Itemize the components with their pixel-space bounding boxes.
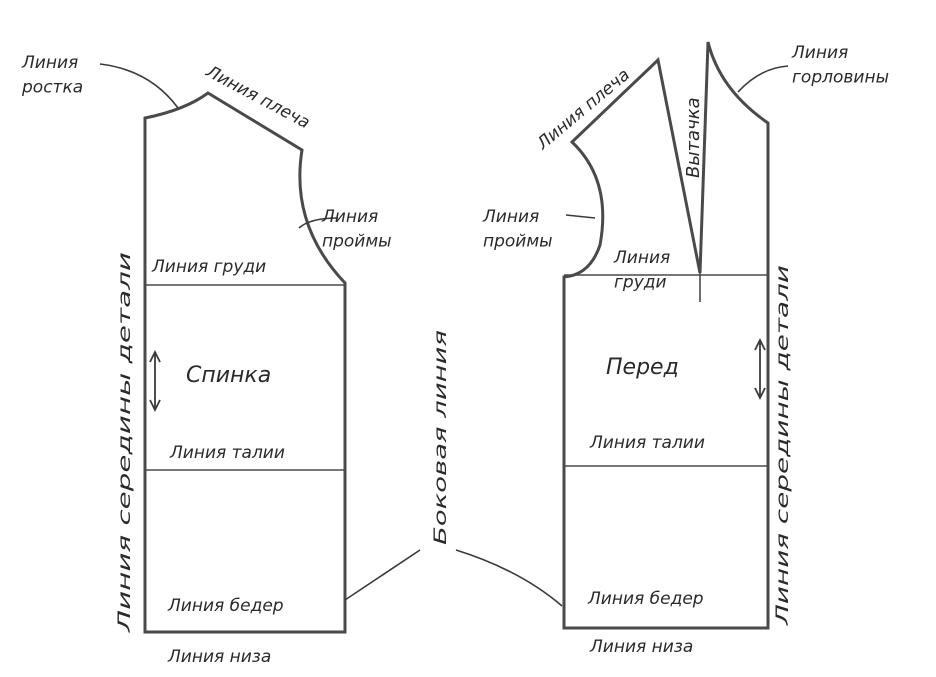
back-outline [143,91,347,634]
front-neck-leader [737,65,789,93]
front-waist-line-label: Линия талии [589,433,705,453]
front-shoulder-line-label: Линия плеча [533,65,634,155]
back-side-leader [344,549,421,601]
back-grain-arrow-icon [149,349,161,413]
front-piece-name: Перед [606,355,679,380]
back-center-line-label: Линия середины детали [115,252,135,634]
front-center-line-label: Линия середины детали [773,265,793,627]
front-hem-line-label: Линия низа [589,637,693,657]
front-dart-label: Вытачка [683,97,704,178]
front-side-leader [455,549,563,607]
back-piece-name: Спинка [186,363,271,388]
back-neck-leader [99,63,179,109]
back-armhole-leader [298,217,339,229]
front-outline [562,41,770,630]
front-hip-line-label: Линия бедер [587,589,704,609]
back-hem-line-label: Линия низа [167,647,271,667]
front-armhole-leader [565,214,596,219]
back-waist-line-label: Линия талии [169,443,285,463]
front-grain-arrow-icon [754,337,766,401]
side-line-label: Боковая линия [431,330,451,545]
back-chest-line-label: Линия груди [151,257,266,277]
back-hip-line-label: Линия бедер [167,596,284,616]
